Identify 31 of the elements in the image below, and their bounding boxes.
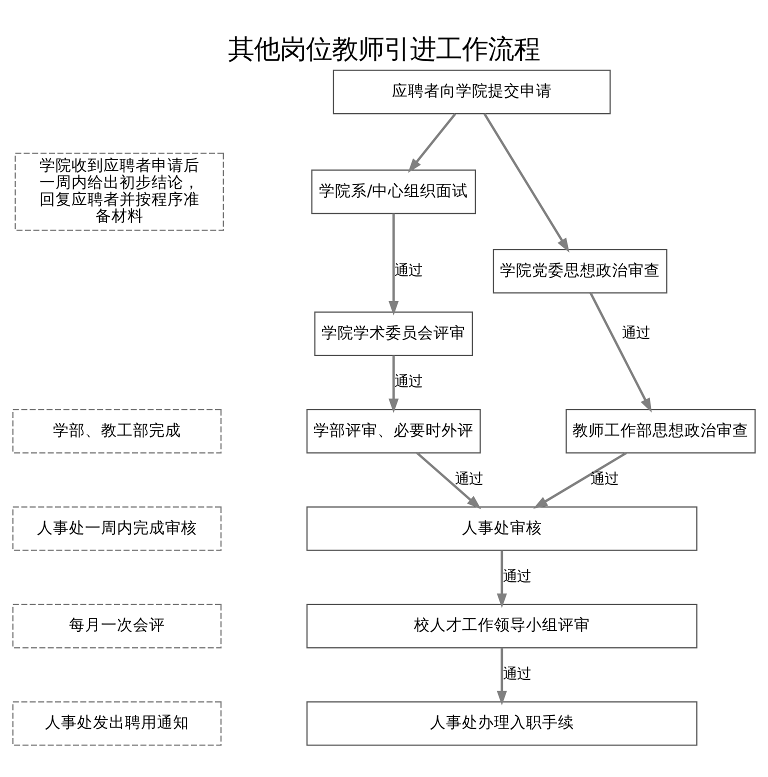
arrow [408, 113, 456, 173]
node-box: 每月一次会评 [12, 604, 222, 648]
node-box: 人事处发出聘用通知 [12, 701, 222, 746]
edge-label: 通过 [394, 262, 423, 279]
edge-label: 通过 [394, 374, 423, 390]
arrow [533, 452, 627, 509]
arrow [388, 356, 399, 414]
edge-label: 通过 [502, 666, 531, 683]
node-box: 人事处办理入职手续 [306, 701, 698, 746]
arrow [496, 648, 507, 706]
arrow [590, 292, 652, 413]
edge-label: 通过 [590, 472, 619, 488]
node-box: 学院收到应聘者申请后一周内给出初步结论，回复应聘者并按程序准备材料 [14, 152, 224, 231]
diagram-title: 其他岗位教师引进工作流程 [228, 34, 540, 65]
edge-label: 通过 [502, 569, 531, 586]
arrow [416, 452, 482, 510]
node-box: 人事处审核 [306, 506, 698, 551]
node-box: 校人才工作领导小组评审 [306, 604, 698, 648]
arrow [496, 550, 507, 608]
node-box: 学院学术委员会评审 [314, 312, 474, 356]
node-box: 应聘者向学院提交申请 [332, 70, 611, 114]
arrow [483, 113, 570, 253]
node-box: 人事处一周内完成审核 [12, 506, 222, 551]
edge-label: 通过 [454, 472, 483, 488]
node-box: 学部、教工部完成 [12, 408, 222, 454]
node-box: 学院党委思想政治审查 [492, 248, 668, 294]
node-box: 学院系/中心组织面试 [311, 170, 476, 214]
node-box: 学部评审、必要时外评 [306, 408, 481, 454]
arrow [388, 214, 399, 316]
edge-label: 通过 [622, 325, 650, 342]
node-box: 教师工作部思想政治审查 [566, 408, 756, 454]
